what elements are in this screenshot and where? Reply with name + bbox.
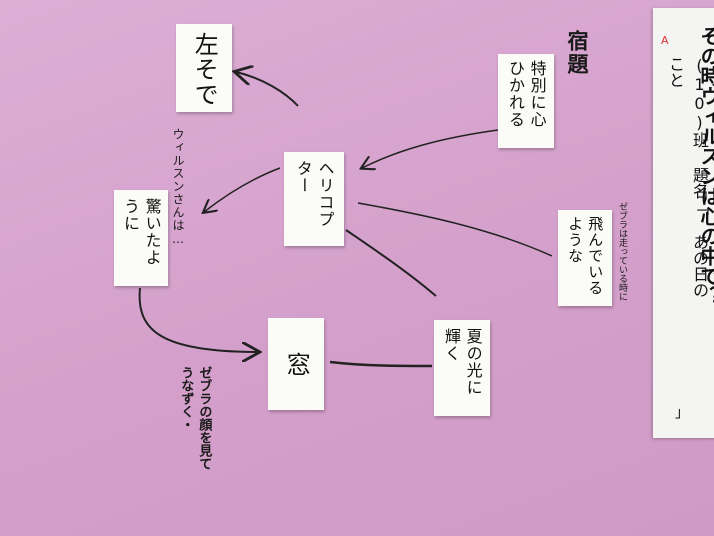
sheet-group-line: (10)班 題名「 あの日の こと [666, 56, 709, 298]
homework-label: 宿題 [565, 30, 589, 76]
note-zebra-face: ゼブラの顔を見てうなずく・ [178, 366, 212, 470]
title-sheet: A その時ウィルスンは心の中で？ (10)班 題名「 あの日の こと 」 [653, 8, 714, 438]
card-mado: 窓 [268, 318, 324, 410]
card-tondeiru: 飛んでいるような [558, 210, 612, 306]
line-odoroita-to-mado [138, 287, 258, 352]
card-helicopter-text: ヘリコプター [294, 160, 335, 228]
line-tondeiru-to-helicopter [357, 202, 553, 257]
line-helicopter-to-hidarisode [236, 72, 299, 107]
card-natsunohikari: 夏の光に輝く [434, 320, 490, 416]
card-mado-text: 窓 [282, 351, 311, 377]
sheet-close-bracket: 」 [675, 405, 689, 421]
card-tokubetsu-text: 特別に心ひかれる [506, 60, 547, 128]
card-hidarisode: 左そで [176, 24, 232, 112]
card-odoroita-text: 驚いたように [121, 198, 162, 266]
sheet-title: その時ウィルスンは心の中で？ [697, 26, 714, 306]
line-helicopter-to-odoroita [204, 167, 281, 212]
card-tokubetsu: 特別に心ひかれる [498, 54, 554, 148]
sheet-mark: A [661, 34, 669, 47]
card-helicopter: ヘリコプター [284, 152, 344, 246]
line-helicopter-to-natsunohikari [345, 229, 437, 297]
note-wilson: ウィルスンさんは… [171, 128, 185, 247]
card-natsunohikari-text: 夏の光に輝く [442, 328, 483, 396]
line-mado-to-natsunohikari [329, 360, 433, 368]
line-tokubetsu-to-helicopter [362, 129, 499, 168]
card-tondeiru-text: 飛んでいるような [566, 216, 605, 296]
card-hidarisode-text: 左そで [190, 32, 219, 107]
card-odoroita: 驚いたように [114, 190, 168, 286]
note-zebra-run: ゼブラは走っている時に [617, 202, 627, 301]
